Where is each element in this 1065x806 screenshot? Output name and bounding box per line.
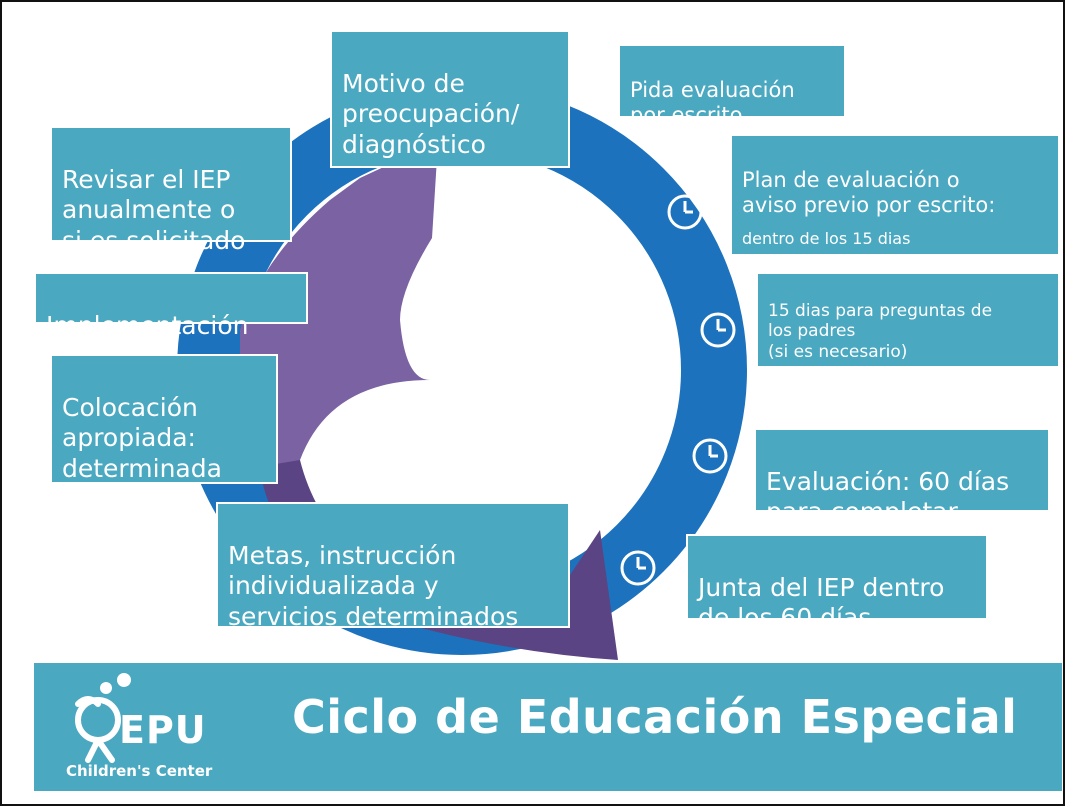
step-plan-text: Plan de evaluación o aviso previo por es… xyxy=(742,167,996,218)
step-evaluacion-text: Evaluación: 60 días para completar xyxy=(766,466,1010,527)
step-motivo: Motivo de preocupación/ diagnóstico xyxy=(330,30,570,168)
step-colocacion-text: Colocación apropiada: determinada xyxy=(62,392,222,483)
step-motivo-text: Motivo de preocupación/ diagnóstico xyxy=(342,68,520,159)
step-pida-text: Pida evaluación por escrito xyxy=(630,77,795,128)
step-pida: Pida evaluación por escrito xyxy=(618,44,846,127)
clock-icon xyxy=(620,550,656,586)
step-implementacion-text: Implementación xyxy=(46,310,249,340)
step-quince-text: 15 dias para preguntas de los padres (si… xyxy=(768,300,993,363)
step-quince: 15 dias para preguntas de los padres (si… xyxy=(756,272,1060,368)
logo-text: EPU xyxy=(119,708,207,752)
clock-icon xyxy=(700,312,736,348)
step-revisar-text: Revisar el IEP anualmente o si es solici… xyxy=(62,164,246,255)
step-colocacion: Colocación apropiada: determinada xyxy=(50,354,278,484)
step-revisar: Revisar el IEP anualmente o si es solici… xyxy=(50,126,292,255)
purple-rise-arrow xyxy=(240,110,440,470)
page-title: Ciclo de Educación Especial xyxy=(292,690,1018,744)
step-metas: Metas, instrucción individualizada y ser… xyxy=(216,502,570,631)
clock-icon xyxy=(667,194,703,230)
step-evaluacion: Evaluación: 60 días para completar xyxy=(754,428,1050,526)
step-plan: Plan de evaluación o aviso previo por es… xyxy=(730,134,1060,256)
step-junta-text: Junta del IEP dentro de los 60 días xyxy=(698,572,945,633)
step-junta: Junta del IEP dentro de los 60 días xyxy=(686,534,988,632)
clock-icon xyxy=(692,438,728,474)
step-implementacion: Implementación xyxy=(34,272,308,340)
epu-logo-icon xyxy=(75,673,131,763)
step-metas-text: Metas, instrucción individualizada y ser… xyxy=(228,540,519,631)
logo-subtext: Children's Center xyxy=(66,762,213,780)
title-banner xyxy=(34,663,1062,791)
step-plan-subtext: dentro de los 15 dias xyxy=(742,228,911,248)
